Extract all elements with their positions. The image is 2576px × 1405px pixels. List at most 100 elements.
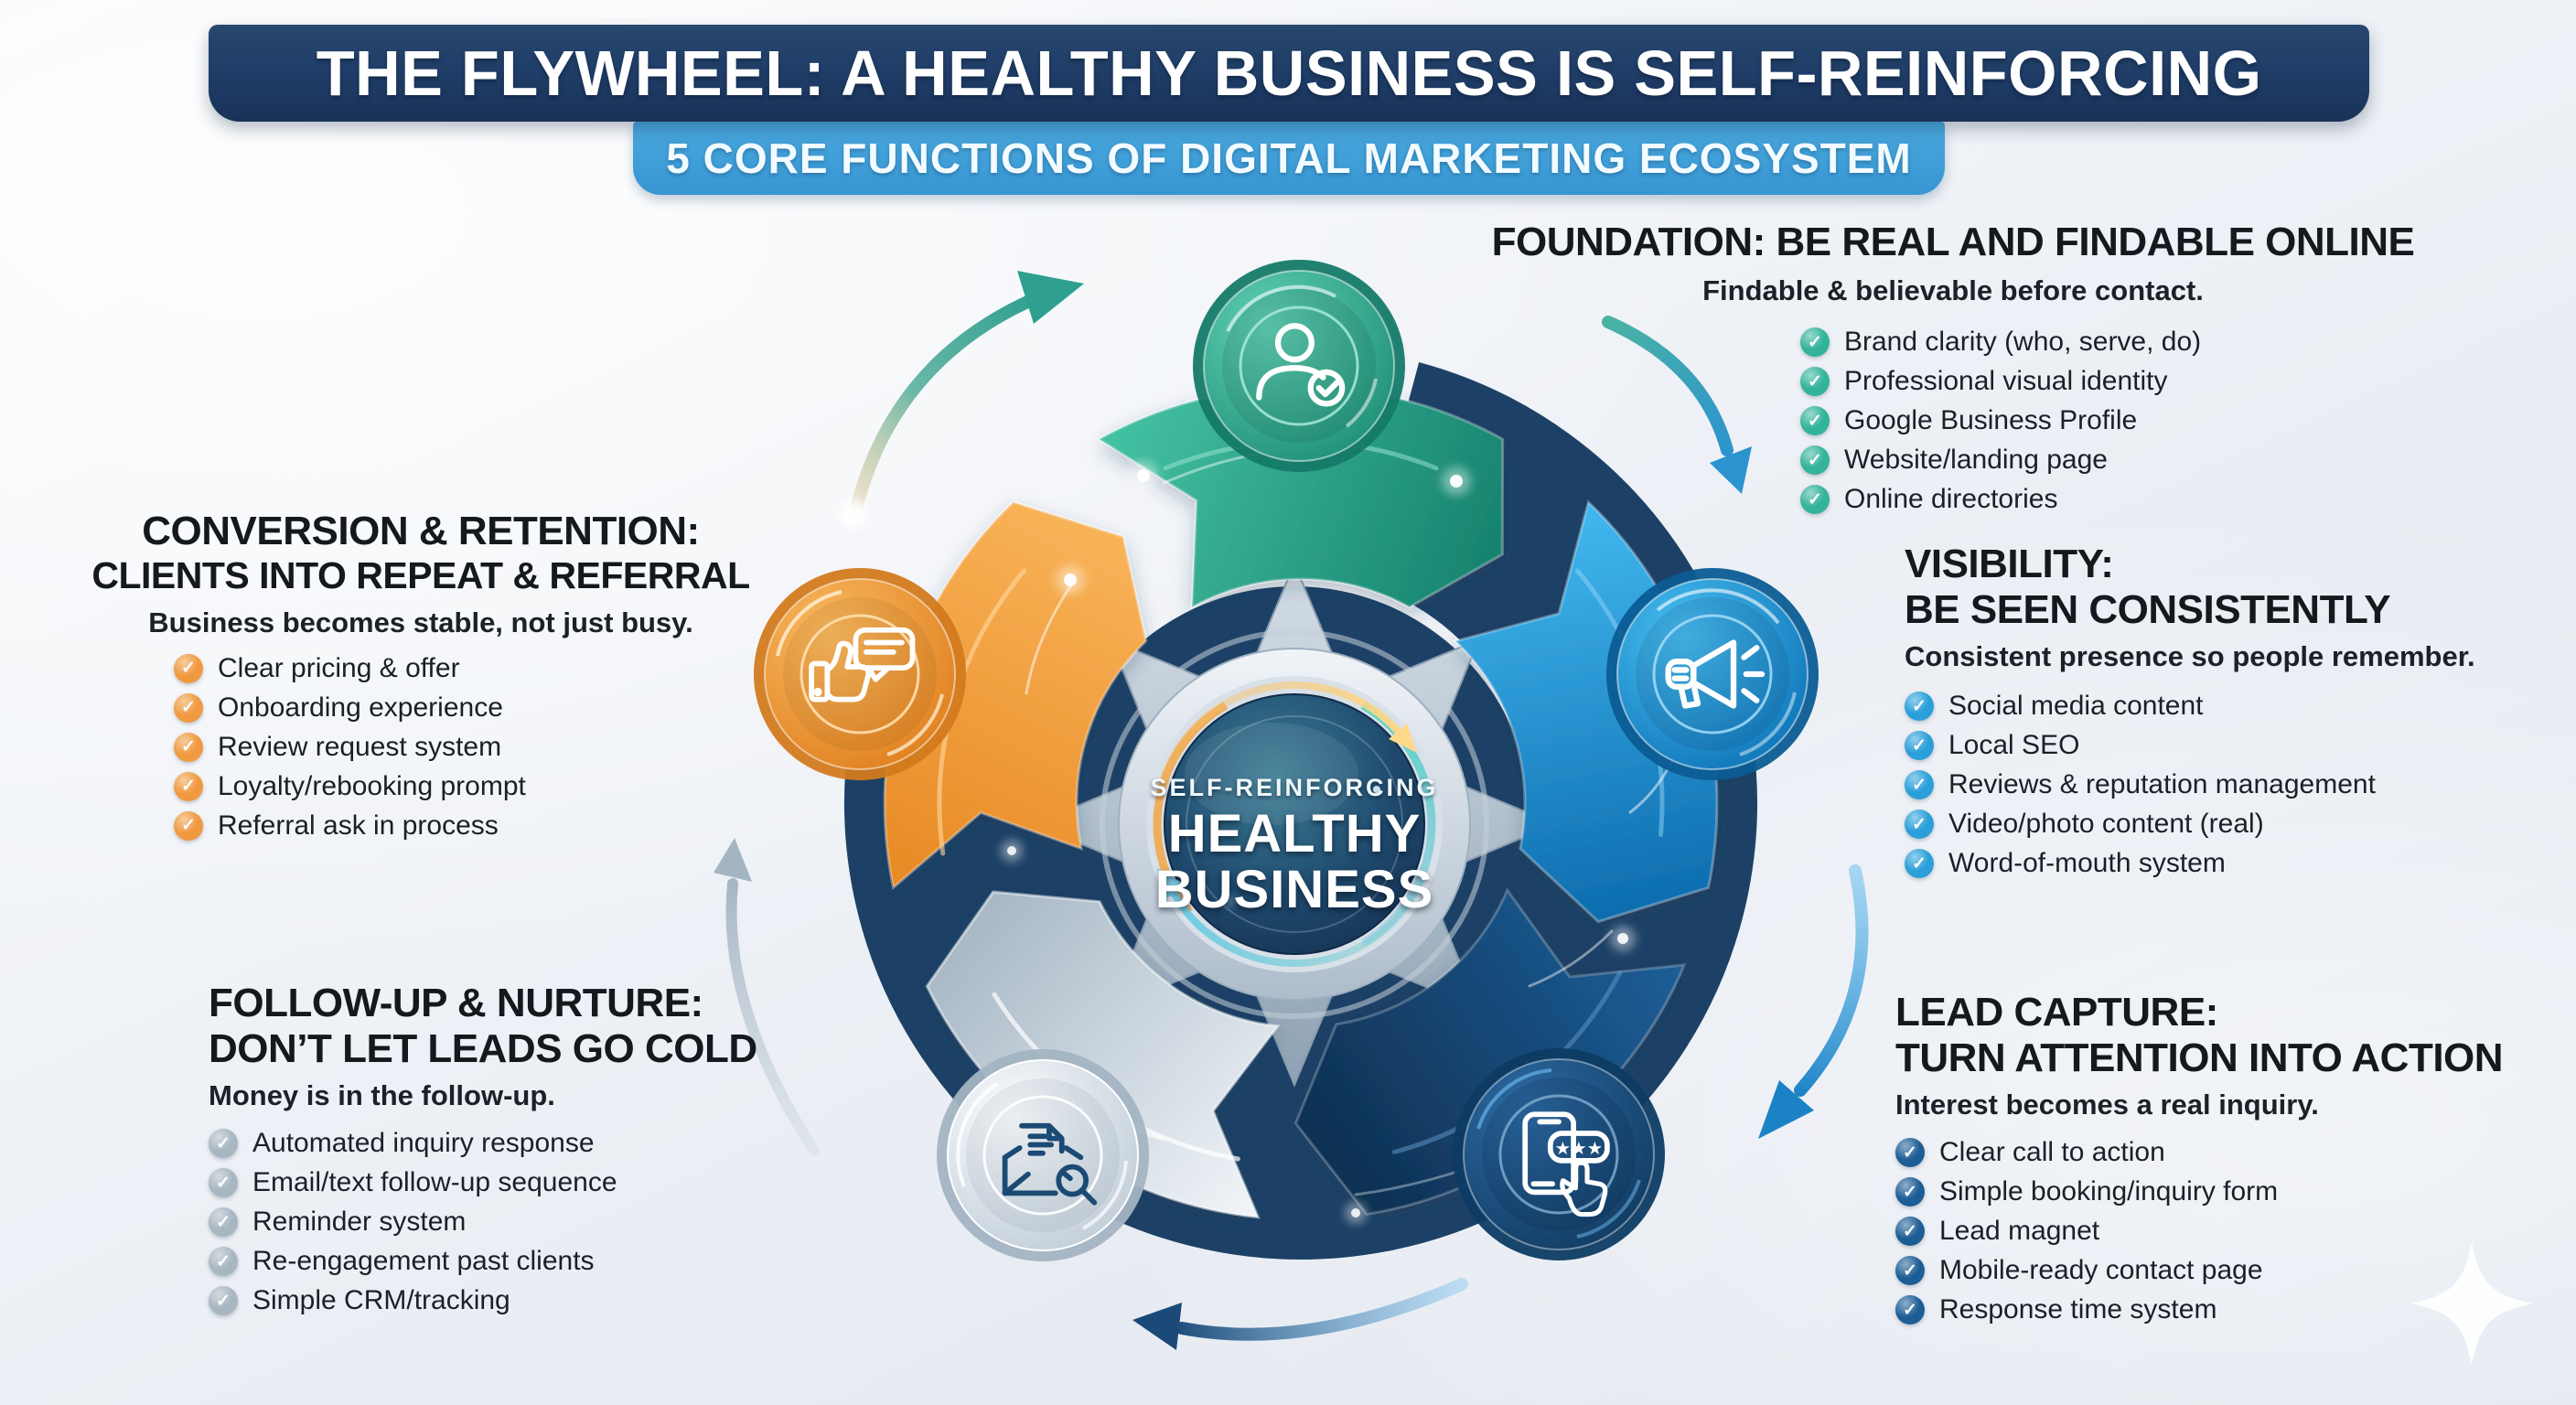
check-icon: ✓ <box>1800 367 1830 397</box>
foundation-node <box>1193 260 1405 472</box>
check-icon: ✓ <box>1905 731 1934 761</box>
checklist-item: ✓ Video/photo content (real) <box>1905 810 2508 840</box>
checklist-item: ✓ Loyalty/rebooking prompt <box>174 771 805 801</box>
check-icon: ✓ <box>1895 1177 1925 1207</box>
hub <box>1100 629 1489 1019</box>
page-title: THE FLYWHEEL: A HEALTHY BUSINESS IS SELF… <box>316 38 2262 109</box>
sparkle-icon <box>2410 1242 2533 1365</box>
check-icon: ✓ <box>1905 849 1934 879</box>
checklist-item: ✓ Clear pricing & offer <box>174 653 805 683</box>
lead-capture-title-line1: LEAD CAPTURE: <box>1895 990 2218 1035</box>
checklist-item: ✓ Onboarding experience <box>174 692 805 723</box>
check-icon: ✓ <box>1895 1256 1925 1286</box>
page-subtitle: 5 CORE FUNCTIONS OF DIGITAL MARKETING EC… <box>666 134 1912 182</box>
visibility-subtitle: Consistent presence so people remember. <box>1905 640 2475 673</box>
checklist-item: ✓ Re-engagement past clients <box>209 1247 940 1277</box>
followup-section: FOLLOW-UP & NURTURE: DON’T LET LEADS GO … <box>209 981 940 1325</box>
checklist-item: ✓ Online directories <box>1800 485 2461 515</box>
visibility-title-line1: VISIBILITY: <box>1905 542 2114 586</box>
check-icon: ✓ <box>1895 1138 1925 1168</box>
check-icon: ✓ <box>1905 810 1934 840</box>
checklist-item: ✓ Review request system <box>174 732 805 762</box>
checklist-item: ✓ Professional visual identity <box>1800 367 2461 397</box>
flow-arrow-left-icon <box>714 838 820 1156</box>
check-icon: ✓ <box>209 1207 238 1238</box>
checklist-item: ✓ Word-of-mouth system <box>1905 849 2508 879</box>
check-icon: ✓ <box>174 810 203 841</box>
check-icon: ✓ <box>1895 1295 1925 1325</box>
lead-capture-checklist: ✓ Clear call to action ✓ Simple booking/… <box>1895 1138 2554 1325</box>
conversion-title-line1: CONVERSION & RETENTION: <box>142 509 700 553</box>
checklist-item: ✓ Website/landing page <box>1800 445 2461 476</box>
hub-cycle-arrow-bottom-icon <box>1157 868 1424 967</box>
flow-arrow-top-left-icon <box>839 271 1084 529</box>
flow-arrow-right-icon <box>1758 864 1869 1139</box>
lead-capture-node: ★★★ <box>1453 1048 1665 1260</box>
check-icon: ✓ <box>1905 692 1934 722</box>
visibility-title-line2: BE SEEN CONSISTENTLY <box>1905 587 2391 633</box>
checklist-item: ✓ Reminder system <box>209 1207 940 1238</box>
checklist-item: ✓ Social media content <box>1905 692 2508 722</box>
subtitle-banner: 5 CORE FUNCTIONS OF DIGITAL MARKETING EC… <box>633 122 1945 195</box>
conversion-subtitle: Business becomes stable, not just busy. <box>148 606 693 638</box>
checklist-item: ✓ Simple CRM/tracking <box>209 1286 940 1316</box>
svg-text:★★★: ★★★ <box>1555 1138 1604 1159</box>
check-icon: ✓ <box>209 1129 238 1159</box>
lead-capture-title-line2: TURN ATTENTION INTO ACTION <box>1895 1035 2504 1081</box>
check-icon: ✓ <box>1800 327 1830 358</box>
lead-capture-subtitle: Interest becomes a real inquiry. <box>1895 1089 2319 1121</box>
checklist-item: ✓ Clear call to action <box>1895 1138 2554 1168</box>
email-search-icon <box>1002 1122 1098 1206</box>
checklist-item: ✓ Email/text follow-up sequence <box>209 1168 940 1198</box>
check-icon: ✓ <box>209 1247 238 1277</box>
conversion-node <box>754 568 966 780</box>
flow-arrow-bottom-icon <box>1132 1278 1468 1350</box>
thumbs-up-review-icon <box>809 627 916 702</box>
foundation-checklist: ✓ Brand clarity (who, serve, do) ✓ Profe… <box>1800 327 2461 515</box>
flow-arrow-top-right-icon <box>1602 316 1752 494</box>
check-icon: ✓ <box>209 1168 238 1198</box>
followup-subtitle: Money is in the follow-up. <box>209 1079 555 1112</box>
visibility-section: VISIBILITY: BE SEEN CONSISTENTLY Consist… <box>1905 542 2508 888</box>
followup-node <box>937 1049 1149 1261</box>
check-icon: ✓ <box>174 692 203 723</box>
check-icon: ✓ <box>174 771 203 801</box>
check-icon: ✓ <box>174 732 203 762</box>
followup-title-line2: DON’T LET LEADS GO COLD <box>209 1026 757 1072</box>
hub-cycle-arrow-top-icon <box>1156 681 1417 792</box>
checklist-item: ✓ Local SEO <box>1905 731 2508 761</box>
checklist-item: ✓ Response time system <box>1895 1295 2554 1325</box>
followup-title-line1: FOLLOW-UP & NURTURE: <box>209 981 703 1025</box>
check-icon: ✓ <box>1800 445 1830 476</box>
foundation-subtitle: Findable & believable before contact. <box>1702 274 2204 307</box>
checklist-item: ✓ Google Business Profile <box>1800 406 2461 436</box>
phone-review-tap-icon: ★★★ <box>1522 1111 1610 1217</box>
lead-capture-section: LEAD CAPTURE: TURN ATTENTION INTO ACTION… <box>1895 990 2554 1335</box>
checklist-item: ✓ Brand clarity (who, serve, do) <box>1800 327 2461 358</box>
checklist-item: ✓ Mobile-ready contact page <box>1895 1256 2554 1286</box>
check-icon: ✓ <box>1800 406 1830 436</box>
checklist-item: ✓ Lead magnet <box>1895 1217 2554 1247</box>
title-banner: THE FLYWHEEL: A HEALTHY BUSINESS IS SELF… <box>209 25 2369 122</box>
outer-flow-arrows <box>714 271 1869 1350</box>
followup-checklist: ✓ Automated inquiry response ✓ Email/tex… <box>209 1129 940 1316</box>
foundation-section: FOUNDATION: BE REAL AND FINDABLE ONLINE … <box>1445 220 2461 524</box>
checklist-item: ✓ Simple booking/inquiry form <box>1895 1177 2554 1207</box>
checklist-item: ✓ Referral ask in process <box>174 810 805 841</box>
conversion-title-line2: CLIENTS INTO REPEAT & REFERRAL <box>91 554 750 597</box>
checklist-item: ✓ Automated inquiry response <box>209 1129 940 1159</box>
check-icon: ✓ <box>174 653 203 683</box>
flywheel: ★★★ <box>754 260 1819 1261</box>
check-icon: ✓ <box>209 1286 238 1316</box>
person-check-icon <box>1256 323 1346 407</box>
megaphone-icon <box>1665 639 1766 709</box>
conversion-section: CONVERSION & RETENTION: CLIENTS INTO REP… <box>37 509 805 851</box>
foundation-title: FOUNDATION: BE REAL AND FINDABLE ONLINE <box>1491 220 2415 264</box>
visibility-node <box>1606 568 1819 780</box>
checklist-item: ✓ Reviews & reputation management <box>1905 770 2508 800</box>
visibility-checklist: ✓ Social media content ✓ Local SEO ✓ Rev… <box>1905 692 2508 879</box>
conversion-checklist: ✓ Clear pricing & offer ✓ Onboarding exp… <box>174 653 805 841</box>
check-icon: ✓ <box>1895 1217 1925 1247</box>
